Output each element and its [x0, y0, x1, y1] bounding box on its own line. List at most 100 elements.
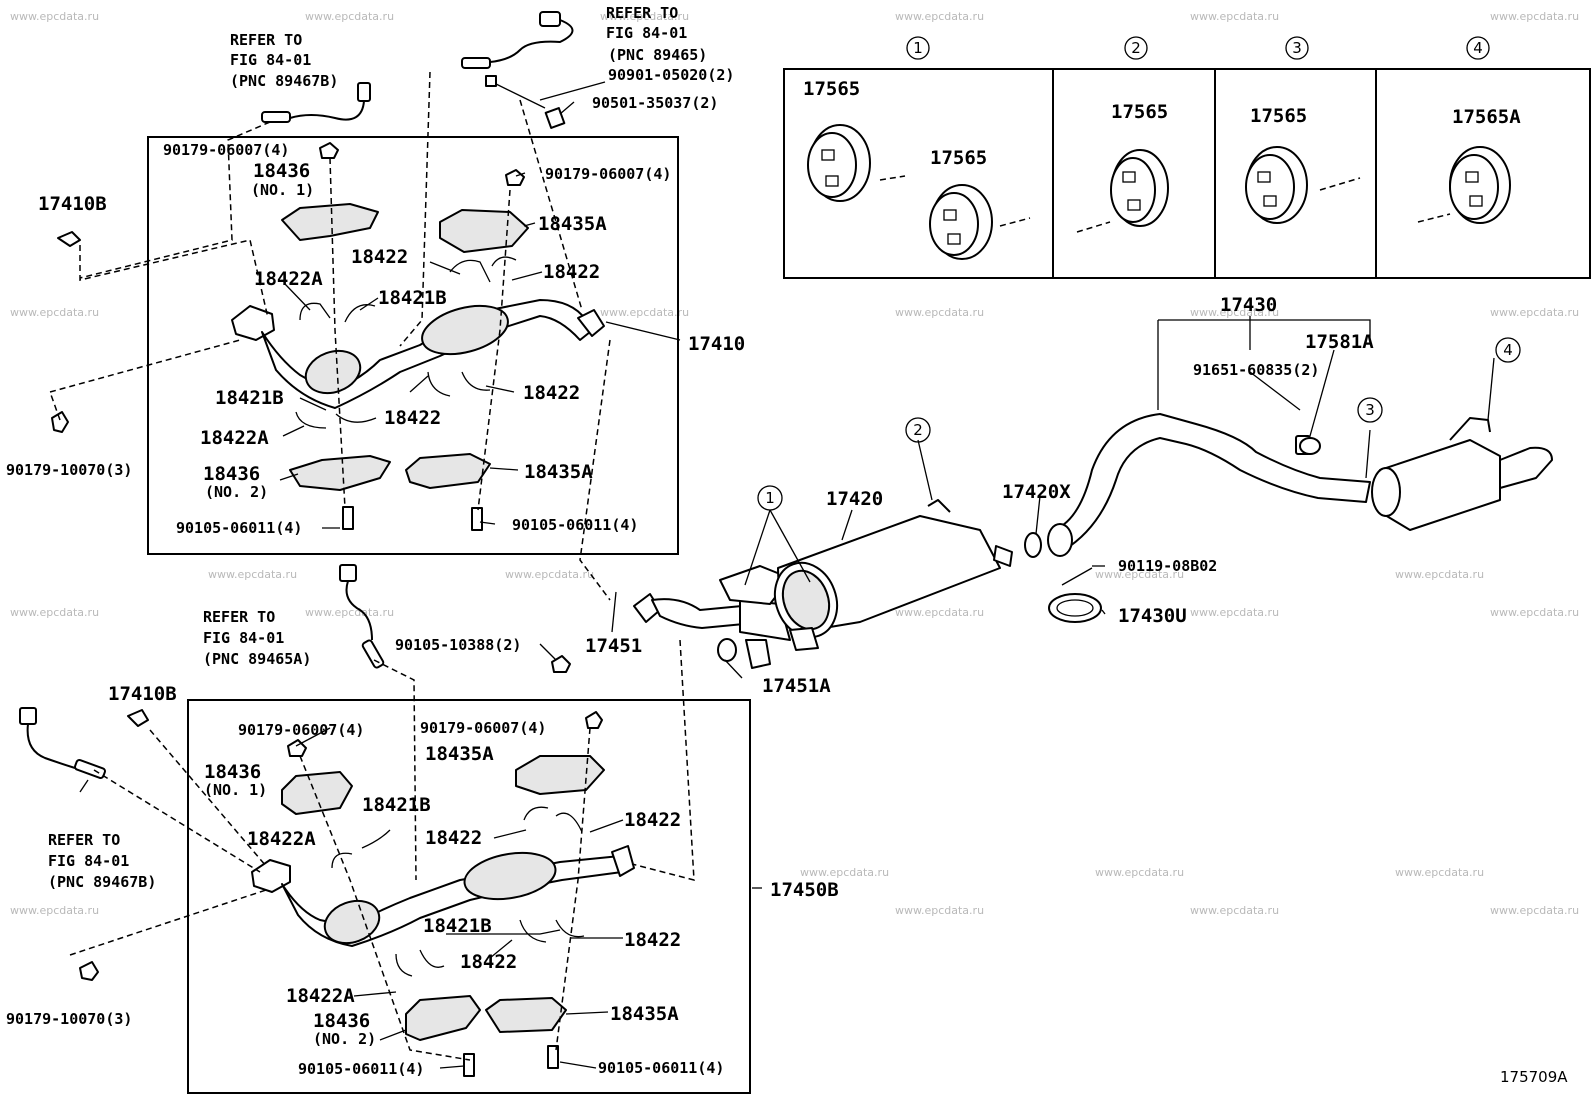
bolt-icon [463, 1053, 475, 1077]
gasket-icon [717, 638, 737, 662]
callout-3: 3 [1357, 397, 1383, 423]
watermark: www.epcdata.ru [1395, 568, 1484, 581]
part-number: 18421B [378, 287, 447, 309]
hanger-label: 17565 [803, 78, 860, 100]
part-number: 18422 [384, 407, 441, 429]
part-number: 17410 [688, 333, 745, 355]
reference-label: REFER TO [230, 31, 302, 49]
rubber-hanger-icon [1245, 146, 1308, 224]
reference-label: (PNC 89467B) [48, 873, 156, 891]
reference-label: REFER TO [203, 608, 275, 626]
table-header-1: 1 [913, 39, 923, 57]
watermark: www.epcdata.ru [1190, 606, 1279, 619]
clamp-icon [449, 259, 491, 283]
clamp-icon [299, 302, 331, 321]
part-number: 18422A [254, 268, 323, 290]
part-number: 90179-10070(3) [6, 461, 132, 479]
lower-left-assembly-frame [187, 699, 751, 1094]
reference-label: FIG 84-01 [48, 852, 129, 870]
reference-label: REFER TO [606, 4, 678, 22]
part-number: 18435A [524, 461, 593, 483]
part-number: 90119-08B02 [1118, 557, 1217, 575]
gasket-icon [745, 639, 771, 669]
watermark: www.epcdata.ru [1490, 306, 1579, 319]
watermark: www.epcdata.ru [600, 10, 689, 23]
nut-icon [544, 107, 566, 129]
svg-text:3: 3 [1365, 401, 1375, 419]
rubber-hanger-icon [1110, 149, 1169, 227]
gasket-icon [57, 231, 81, 247]
part-number: 18436 [253, 160, 310, 182]
reference-label: (PNC 89465) [608, 46, 707, 64]
heat-shield-icon [405, 453, 491, 489]
svg-text:4: 4 [1503, 341, 1513, 359]
part-number: 18436 [313, 1010, 370, 1032]
watermark: www.epcdata.ru [1190, 306, 1279, 319]
muffler-icon [773, 499, 1013, 651]
clamp-icon [555, 919, 585, 938]
nut-icon [585, 711, 603, 729]
hanger-label: 17565 [1111, 101, 1168, 123]
nut-icon [319, 142, 339, 159]
callout-1: 1 [757, 485, 783, 511]
nut-icon [287, 739, 307, 757]
reference-label: REFER TO [48, 831, 120, 849]
part-number: 18436 [204, 761, 261, 783]
watermark: www.epcdata.ru [1490, 904, 1579, 917]
heat-shield-icon [515, 755, 605, 795]
reference-label: FIG 84-01 [606, 24, 687, 42]
rubber-hanger-icon [929, 184, 993, 260]
clamp-icon [361, 829, 391, 849]
callout-4: 4 [1495, 337, 1521, 363]
part-number: 90105-06011(4) [598, 1059, 724, 1077]
part-number: 90179-06007(4) [420, 719, 546, 737]
watermark: www.epcdata.ru [895, 10, 984, 23]
part-number: 90901-05020(2) [608, 66, 734, 84]
bolt-icon [485, 75, 546, 109]
clamp-icon [523, 806, 549, 821]
gasket-icon [127, 709, 149, 727]
gasket-icon [1024, 532, 1042, 558]
part-number: 18421B [215, 387, 284, 409]
watermark: www.epcdata.ru [208, 568, 297, 581]
watermark: www.epcdata.ru [10, 10, 99, 23]
bolt-icon [342, 506, 354, 530]
watermark: www.epcdata.ru [1095, 568, 1184, 581]
watermark: www.epcdata.ru [305, 10, 394, 23]
watermark: www.epcdata.ru [1095, 866, 1184, 879]
clamp-icon [519, 919, 547, 943]
part-number: 90105-06011(4) [176, 519, 302, 537]
part-number: 17420 [826, 488, 883, 510]
oxygen-sensor-icon [261, 82, 371, 123]
watermark: www.epcdata.ru [895, 306, 984, 319]
watermark: www.epcdata.ru [1490, 606, 1579, 619]
reference-label: FIG 84-01 [230, 51, 311, 69]
part-number: 18422A [247, 828, 316, 850]
part-number: 18421B [423, 915, 492, 937]
part-number: 17410B [108, 683, 177, 705]
part-number: 18422 [624, 929, 681, 951]
part-number: 17430U [1118, 605, 1187, 627]
part-number: 17410B [38, 193, 107, 215]
part-number: 17451 [585, 635, 642, 657]
nut-icon [79, 961, 99, 981]
watermark: www.epcdata.ru [1490, 10, 1579, 23]
part-number: 17581A [1305, 331, 1374, 353]
part-number: (NO. 2) [205, 483, 268, 501]
heat-shield-icon [485, 997, 567, 1033]
hanger-bracket-icon [1299, 437, 1321, 455]
part-number: 90179-06007(4) [163, 141, 289, 159]
nut-icon [505, 169, 525, 186]
callout-2: 2 [905, 417, 931, 443]
part-number: 18422 [624, 809, 681, 831]
bolt-icon [1061, 567, 1093, 586]
part-number: 18435A [610, 1003, 679, 1025]
part-number: (NO. 1) [204, 781, 267, 799]
part-number: 90105-06011(4) [512, 516, 638, 534]
figure-code: 175709A [1500, 1068, 1568, 1086]
clamp-icon [555, 812, 583, 833]
part-number: 18422 [523, 382, 580, 404]
front-exhaust-pipe-upper [231, 299, 605, 409]
watermark: www.epcdata.ru [1395, 866, 1484, 879]
front-exhaust-pipe-lower [251, 845, 635, 947]
